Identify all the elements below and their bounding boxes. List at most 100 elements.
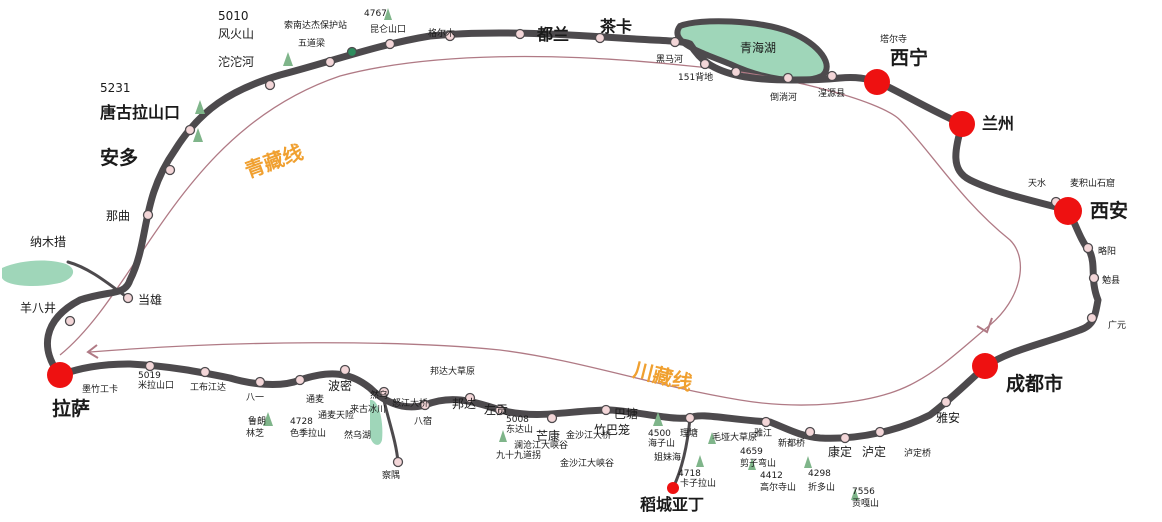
label-zuogong: 左贡	[484, 402, 508, 417]
city-xian-dot	[1054, 197, 1082, 225]
label-jinsha-canyon: 金沙江大峡谷	[560, 457, 614, 469]
qinghai-lake-label: 青海湖	[740, 40, 776, 55]
road-daocheng	[671, 416, 692, 490]
city-chengdu-dot	[972, 353, 998, 379]
label-gongga-alt: 7556	[852, 487, 875, 497]
label-daotanghe: 倒淌河	[770, 91, 797, 103]
stop	[324, 56, 336, 68]
label-geermu: 格尔木	[428, 27, 455, 39]
label-maoya: 毛垭大草原	[712, 431, 757, 443]
label-mozhugongka: 墨竹工卡	[82, 383, 118, 395]
ranwu-lake-shape	[370, 399, 383, 445]
stop	[940, 396, 952, 408]
label-nujiang: 怒江大桥	[392, 397, 428, 409]
label-anduo: 安多	[100, 146, 138, 169]
label-naqu: 那曲	[106, 209, 130, 223]
stop	[1088, 272, 1100, 284]
stop	[346, 46, 358, 58]
label-chaka: 茶卡	[599, 17, 632, 36]
stop	[254, 376, 266, 388]
label-heimahe: 黑马河	[656, 53, 683, 65]
road-chuanzang	[56, 360, 990, 442]
label-zhubalong: 竹巴笼	[594, 422, 630, 437]
route-chuanzang-title: 川藏线	[630, 357, 695, 395]
tree-icon	[653, 412, 663, 426]
label-jiemeihu: 姐妹海	[654, 451, 681, 463]
stop	[1082, 242, 1094, 254]
label-mianxian: 勉县	[1102, 274, 1120, 286]
stop	[339, 364, 351, 376]
loop-line	[59, 55, 1022, 406]
label-bangda-grassland: 邦达大草原	[430, 365, 475, 377]
stop	[392, 456, 404, 468]
stop	[594, 32, 606, 44]
stop	[730, 66, 742, 78]
label-taersi: 塔尔寺	[880, 33, 907, 45]
road-namucuo	[66, 260, 130, 300]
tree-icon	[193, 128, 203, 142]
label-basu: 八宿	[414, 415, 432, 427]
stop	[874, 426, 886, 438]
stop	[684, 412, 696, 424]
tree-icon	[804, 456, 812, 468]
tree-icon	[851, 488, 859, 500]
stop	[669, 36, 681, 48]
label-bangda: 邦达	[452, 397, 476, 411]
label-bomi: 波密	[328, 378, 352, 393]
stop	[384, 38, 396, 50]
label-jinsha-bridge: 金沙江大桥	[566, 429, 611, 441]
city-daocheng-dot	[667, 482, 679, 494]
roads	[44, 29, 1102, 490]
label-fenghuo-alt: 5010	[218, 9, 249, 23]
label-mangkang: 芒康	[536, 428, 560, 443]
label-gaoersi-alt: 4412	[760, 471, 783, 481]
label-haizi-alt: 4500	[648, 429, 671, 439]
label-tongmai-bridge: 通麦天险	[318, 409, 354, 421]
tree-icon	[263, 412, 273, 426]
label-jianziwan-alt: 4659	[740, 447, 763, 457]
label-tongmai: 通麦	[306, 393, 324, 405]
label-lulang: 鲁朗	[248, 415, 266, 427]
label-xinduqiao: 新都桥	[778, 437, 805, 449]
label-fenghuo: 风火山	[218, 27, 254, 41]
stop	[378, 386, 390, 398]
label-yajiang: 雅江	[754, 427, 772, 439]
label-huangyuan: 湟源县	[818, 87, 845, 99]
label-nyingchi: 林芝	[246, 427, 264, 439]
direction-arrow-east	[976, 317, 993, 334]
label-litang: 理塘	[680, 427, 698, 439]
namucuo-lake	[2, 260, 74, 286]
stop	[264, 79, 276, 91]
stop	[514, 28, 526, 40]
label-beidi151: 151背地	[678, 71, 713, 83]
label-tanggula: 唐古拉山口	[100, 103, 180, 122]
label-mila: 米拉山口	[138, 379, 174, 391]
label-dangxiong: 当雄	[138, 292, 162, 307]
label-jianziwan: 剪子弯山	[740, 457, 776, 469]
stop	[464, 392, 476, 404]
label-gongbujiangda: 工布江达	[190, 381, 226, 393]
label-yela: 东达山	[506, 423, 533, 435]
city-lhasa-dot	[47, 362, 73, 388]
label-luding: 泸定	[862, 444, 886, 459]
stop	[199, 366, 211, 378]
label-kunlun-alt: 4767	[364, 9, 387, 19]
stop	[826, 70, 838, 82]
label-gaoersi: 高尔寺山	[760, 481, 796, 493]
label-mila-alt: 5019	[138, 371, 161, 381]
label-zheduo-alt: 4298	[808, 469, 831, 479]
city-lhasa-label: 拉萨	[52, 397, 90, 420]
stop	[142, 209, 154, 221]
stop	[782, 72, 794, 84]
label-kangding: 康定	[828, 444, 852, 459]
label-gongga: 贡嘎山	[852, 498, 879, 509]
label-wudaoliang: 五道梁	[298, 37, 325, 49]
label-sejila: 色季拉山	[290, 427, 326, 439]
label-yangbajing: 羊八井	[20, 300, 56, 315]
city-daocheng-label: 稻城亚丁	[640, 495, 704, 514]
label-chayu: 察隅	[382, 469, 400, 481]
label-haizi: 海子山	[648, 437, 675, 449]
label-luding-bridge: 泸定桥	[904, 447, 931, 459]
stop	[144, 360, 156, 372]
